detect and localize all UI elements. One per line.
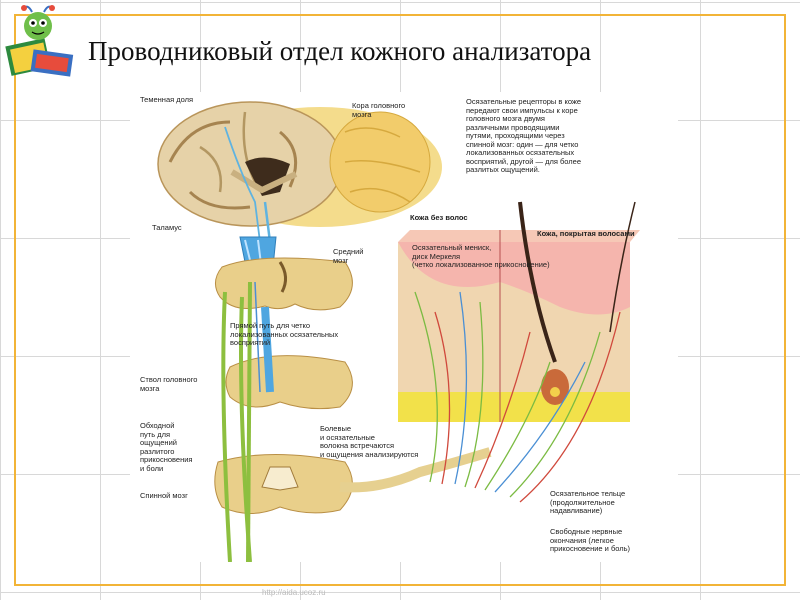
label-free-endings: Свободные нервные окончания (легкое прик… [550,527,631,553]
label-parietal-lobe: Теменная доля [140,95,194,104]
label-merkel-disc: Осязательный мениск, диск Меркеля (четко… [412,243,550,269]
watermark: http://aida.ucoz.ru [262,588,326,597]
green-pathways [221,281,252,563]
label-brainstem: Ствол головного мозга [140,375,198,393]
label-direct-path: Прямой путь для четко локализованных ося… [230,321,339,347]
brain-section [157,101,442,243]
skin-analyzer-diagram: Теменная доля Кора головного мозга Осяза… [130,92,678,563]
label-corpuscle: Осязательное тельце (продолжительное над… [550,489,626,515]
nerve-fibers [414,291,621,503]
spinal-cord-section [214,447,492,514]
label-spinal-cord: Спинной мозг [140,491,188,500]
mascot-logo [5,5,74,77]
label-hairless-skin: Кожа без волос [410,213,468,222]
slide-frame [14,14,786,586]
label-bypass-path: Обходной путь для ощущений разлитого при… [140,421,193,473]
label-fibers-meet: Болевые и осязательные волокна встречают… [320,424,419,459]
diagram-illustration [157,101,640,563]
midbrain-section [215,236,353,311]
skin-block [398,201,640,422]
brainstem-section [225,281,353,410]
label-hairy-skin: Кожа, покрытая волосами [537,229,635,238]
label-description: Осязательные рецепторы в коже передают с… [466,97,582,174]
slide-title: Проводниковый отдел кожного анализатора [88,36,592,66]
label-cortex: Кора головного мозга [352,101,406,119]
label-thalamus: Таламус [152,223,182,232]
label-midbrain: Средний мозг [333,247,364,265]
